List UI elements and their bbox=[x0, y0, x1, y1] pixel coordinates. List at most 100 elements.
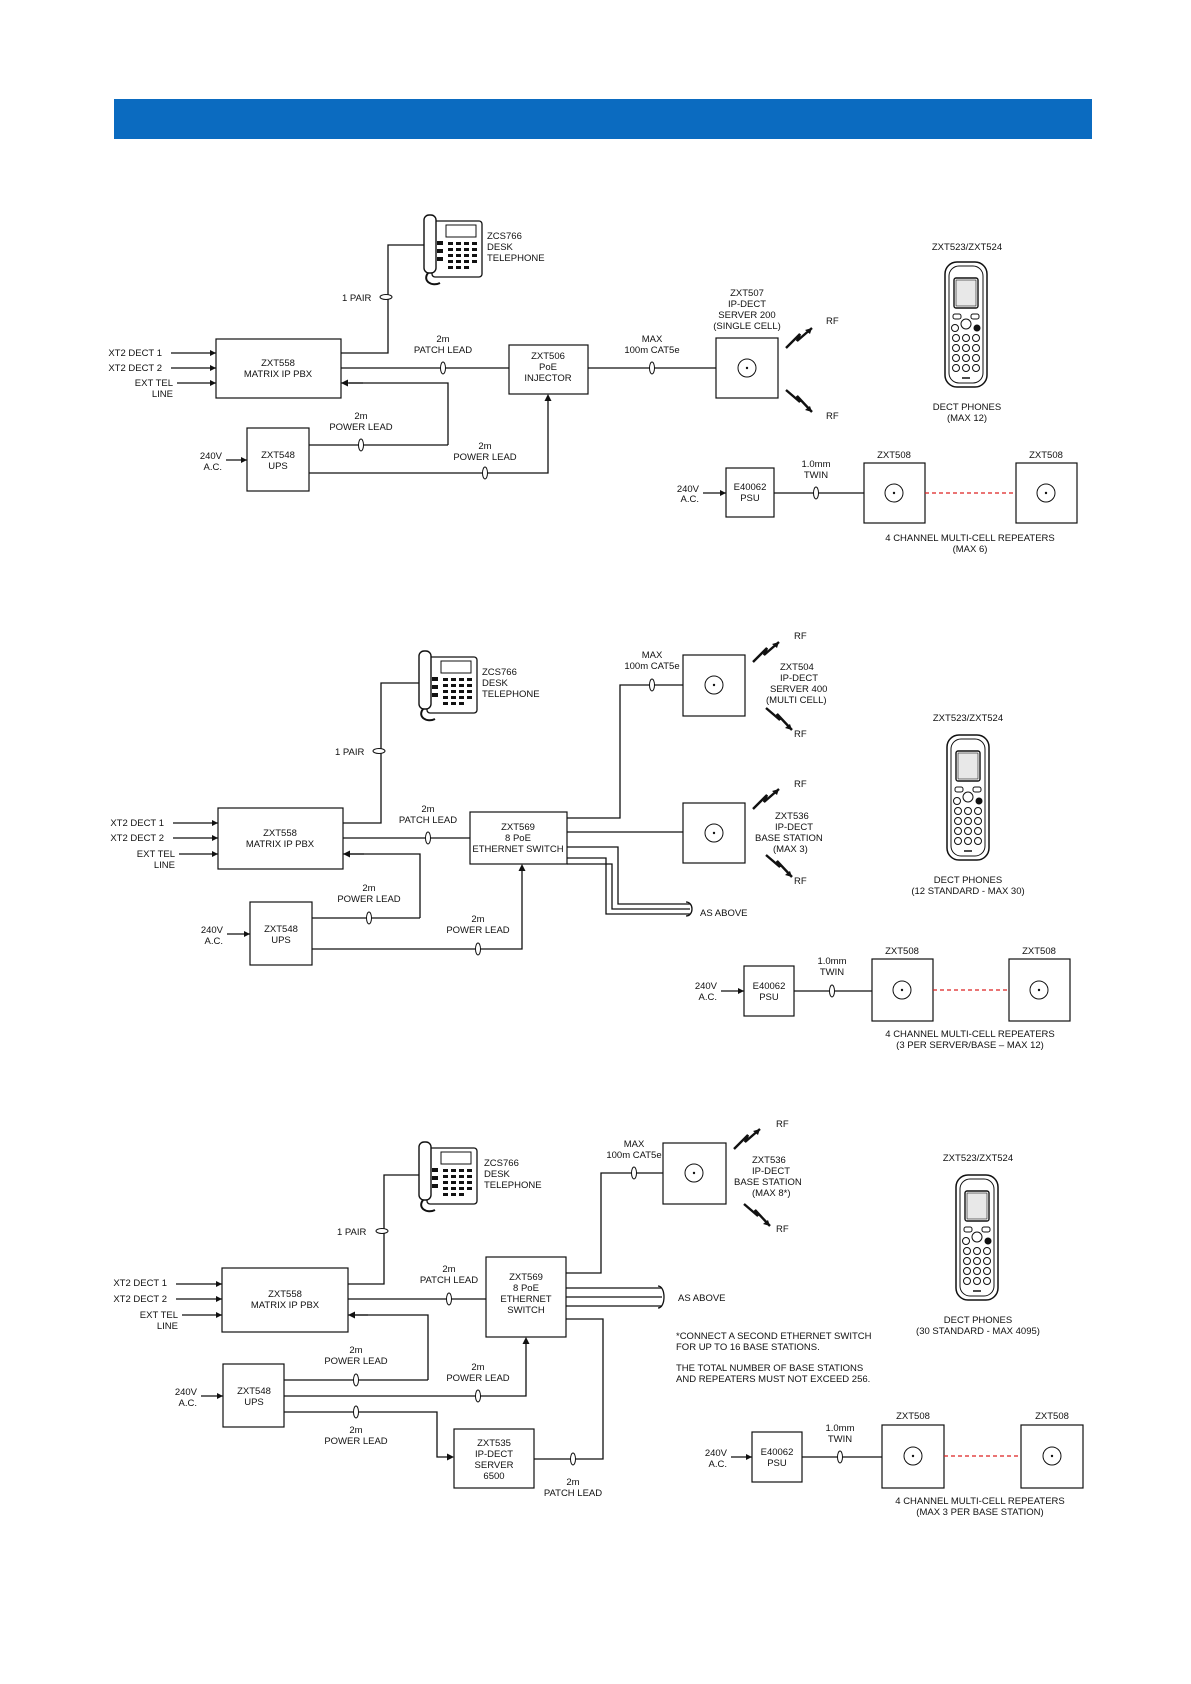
svg-text:(MAX 12): (MAX 12) bbox=[947, 413, 987, 424]
svg-text:(12 STANDARD - MAX 30): (12 STANDARD - MAX 30) bbox=[911, 886, 1024, 897]
svg-text:POWER LEAD: POWER LEAD bbox=[446, 1373, 509, 1384]
svg-text:MAX: MAX bbox=[624, 1139, 645, 1150]
svg-text:TWIN: TWIN bbox=[820, 967, 844, 978]
handset-model-label: ZXT523/ZXT524 bbox=[932, 242, 1002, 253]
pbx-model: ZXT558 bbox=[261, 358, 295, 369]
svg-text:(SINGLE CELL): (SINGLE CELL) bbox=[713, 321, 781, 332]
svg-text:ZXT548: ZXT548 bbox=[237, 1386, 271, 1397]
svg-text:PATCH LEAD: PATCH LEAD bbox=[544, 1488, 602, 1499]
svg-text:2m: 2m bbox=[566, 1477, 579, 1488]
svg-text:MAX: MAX bbox=[642, 334, 663, 345]
svg-text:2m: 2m bbox=[471, 914, 484, 925]
svg-text:2m: 2m bbox=[471, 1362, 484, 1373]
rf-icon bbox=[784, 326, 814, 350]
svg-text:2m: 2m bbox=[349, 1345, 362, 1356]
rf-icon bbox=[732, 1127, 762, 1151]
svg-text:ZXT508: ZXT508 bbox=[1029, 450, 1063, 461]
svg-text:PoE: PoE bbox=[539, 362, 557, 373]
svg-text:2m: 2m bbox=[421, 804, 434, 815]
svg-text:XT2 DECT 2: XT2 DECT 2 bbox=[110, 833, 164, 844]
line-label: LINE bbox=[152, 389, 173, 400]
ups-box bbox=[246, 427, 310, 492]
svg-text:ZXT504: ZXT504 bbox=[780, 662, 814, 673]
psu-box bbox=[751, 1431, 803, 1483]
svg-text:MATRIX IP PBX: MATRIX IP PBX bbox=[246, 839, 315, 850]
telephone-label: TELEPHONE bbox=[487, 253, 545, 264]
svg-text:100m CAT5e: 100m CAT5e bbox=[624, 661, 679, 672]
svg-text:ZXT508: ZXT508 bbox=[896, 1411, 930, 1422]
zcs766-label: ZCS766 bbox=[487, 231, 522, 242]
svg-text:6500: 6500 bbox=[483, 1471, 504, 1482]
svg-text:ZXT523/ZXT524: ZXT523/ZXT524 bbox=[933, 713, 1003, 724]
svg-text:RF: RF bbox=[826, 316, 839, 327]
svg-text:TWIN: TWIN bbox=[804, 470, 828, 481]
svg-text:DECT PHONES: DECT PHONES bbox=[933, 402, 1001, 413]
dect-handset-icon bbox=[944, 261, 988, 388]
svg-text:UPS: UPS bbox=[268, 461, 288, 472]
pbx-box bbox=[217, 807, 344, 870]
svg-text:A.C.: A.C. bbox=[179, 1398, 197, 1409]
note-line-4: AND REPEATERS MUST NOT EXCEED 256. bbox=[676, 1374, 870, 1385]
pbx-name: MATRIX IP PBX bbox=[244, 369, 313, 380]
svg-text:A.C.: A.C. bbox=[681, 494, 699, 505]
svg-text:2m: 2m bbox=[362, 883, 375, 894]
rf-icon bbox=[764, 853, 794, 879]
pbx-box bbox=[215, 338, 342, 399]
svg-text:ZXT548: ZXT548 bbox=[264, 924, 298, 935]
svg-text:ZXT558: ZXT558 bbox=[268, 1289, 302, 1300]
svg-text:A.C.: A.C. bbox=[204, 462, 222, 473]
diagram-2: ZCS766 DESK TELEPHONE ZXT558 MATRIX IP P… bbox=[110, 631, 1071, 1051]
svg-text:DESK: DESK bbox=[482, 678, 509, 689]
rf-icon bbox=[751, 640, 781, 664]
svg-text:(MAX 3 PER BASE STATION): (MAX 3 PER BASE STATION) bbox=[916, 1507, 1043, 1518]
svg-text:TWIN: TWIN bbox=[828, 1434, 852, 1445]
header-banner bbox=[114, 99, 1092, 139]
svg-text:BASE STATION: BASE STATION bbox=[734, 1177, 802, 1188]
repeater-box bbox=[1015, 462, 1078, 524]
svg-text:UPS: UPS bbox=[271, 935, 291, 946]
svg-text:SERVER: SERVER bbox=[475, 1460, 514, 1471]
svg-text:POWER LEAD: POWER LEAD bbox=[453, 452, 516, 463]
svg-text:240V: 240V bbox=[200, 451, 223, 462]
rf-icon bbox=[784, 388, 814, 414]
svg-text:PATCH LEAD: PATCH LEAD bbox=[420, 1275, 478, 1286]
svg-text:ZXT508: ZXT508 bbox=[1022, 946, 1056, 957]
svg-text:2m: 2m bbox=[436, 334, 449, 345]
svg-text:INJECTOR: INJECTOR bbox=[524, 373, 571, 384]
patch-lead-label: PATCH LEAD bbox=[414, 345, 472, 356]
rf-icon bbox=[751, 787, 781, 811]
note-line-3: THE TOTAL NUMBER OF BASE STATIONS bbox=[676, 1363, 863, 1374]
svg-text:ZXT508: ZXT508 bbox=[885, 946, 919, 957]
svg-text:ZXT535: ZXT535 bbox=[477, 1438, 511, 1449]
svg-text:ZXT548: ZXT548 bbox=[261, 450, 295, 461]
ip-dect-server-6500-box bbox=[453, 1428, 535, 1489]
svg-text:ZXT569: ZXT569 bbox=[509, 1272, 543, 1283]
psu-box bbox=[743, 965, 795, 1017]
svg-text:RF: RF bbox=[794, 876, 807, 887]
svg-text:(30 STANDARD - MAX 4095): (30 STANDARD - MAX 4095) bbox=[916, 1326, 1040, 1337]
svg-text:240V: 240V bbox=[175, 1387, 198, 1398]
desk-label: DESK bbox=[487, 242, 514, 253]
svg-text:1.0mm: 1.0mm bbox=[801, 459, 830, 470]
svg-text:100m CAT5e: 100m CAT5e bbox=[624, 345, 679, 356]
svg-text:PSU: PSU bbox=[740, 493, 760, 504]
svg-text:TELEPHONE: TELEPHONE bbox=[482, 689, 540, 700]
svg-text:SWITCH: SWITCH bbox=[507, 1305, 545, 1316]
xt2-dect1-label: XT2 DECT 1 bbox=[108, 348, 162, 359]
svg-text:ZXT536: ZXT536 bbox=[775, 811, 809, 822]
svg-text:DECT PHONES: DECT PHONES bbox=[944, 1315, 1012, 1326]
svg-text:4 CHANNEL MULTI-CELL REPEATERS: 4 CHANNEL MULTI-CELL REPEATERS bbox=[895, 1496, 1064, 1507]
svg-text:(MAX 8*): (MAX 8*) bbox=[752, 1188, 791, 1199]
svg-text:POWER LEAD: POWER LEAD bbox=[324, 1356, 387, 1367]
svg-text:4 CHANNEL MULTI-CELL REPEATERS: 4 CHANNEL MULTI-CELL REPEATERS bbox=[885, 533, 1054, 544]
dect-handset-icon bbox=[946, 734, 990, 861]
svg-text:MAX: MAX bbox=[642, 650, 663, 661]
repeater-box bbox=[881, 1424, 945, 1489]
svg-text:ETHERNET SWITCH: ETHERNET SWITCH bbox=[472, 844, 563, 855]
svg-text:1.0mm: 1.0mm bbox=[817, 956, 846, 967]
svg-text:SERVER 200: SERVER 200 bbox=[718, 310, 775, 321]
svg-text:XT2 DECT 1: XT2 DECT 1 bbox=[110, 818, 164, 829]
svg-text:POWER LEAD: POWER LEAD bbox=[324, 1436, 387, 1447]
svg-text:2m: 2m bbox=[442, 1264, 455, 1275]
